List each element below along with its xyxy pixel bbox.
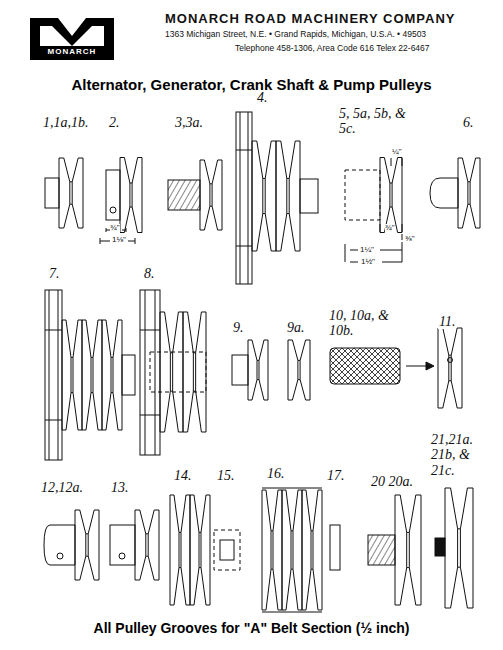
dimension-label: 1¼" (360, 246, 374, 255)
pulley-16 (262, 488, 322, 612)
callout-number: 21,21a. 21b, & 21c. (430, 432, 498, 478)
callout-number: 17. (326, 468, 346, 483)
callout-number: 14. (173, 468, 193, 483)
dimension-label: 1½" (361, 258, 375, 267)
pulley-20 (368, 495, 421, 605)
pulley-9a (288, 340, 310, 400)
company-address: 1363 Michigan Street, N.E. • Grand Rapid… (165, 30, 426, 39)
pulley-9 (232, 340, 268, 400)
pulley-13 (110, 510, 159, 580)
callout-number: 20 20a. (370, 474, 414, 489)
pulley-1 (45, 158, 83, 228)
callout-number: 7. (48, 266, 61, 281)
callout-number: 11. (438, 314, 456, 329)
dimension-label: ¼" (392, 148, 402, 157)
pulley-14 (170, 495, 210, 605)
dimension-label: ⅜" (405, 235, 415, 244)
pulley-12 (44, 510, 99, 580)
callout-number: 3,3a. (174, 115, 204, 130)
callout-number: 10, 10a, & 10b. (328, 308, 404, 339)
spacer-17 (330, 525, 340, 570)
pulley-8 (140, 290, 206, 455)
page-caption: All Pulley Grooves for "A" Belt Section … (0, 620, 503, 636)
callout-number: 6. (462, 115, 475, 130)
pulley-4 (236, 112, 318, 284)
dimension-label: 1⅛" (112, 236, 126, 245)
logo-band: MONARCH (30, 46, 114, 60)
company-address: Telephone 458-1306, Area Code 616 Telex … (235, 44, 430, 53)
callout-number: 15. (216, 468, 236, 483)
callout-number: 5, 5a, 5b, & 5c. (338, 106, 414, 137)
page-title: Alternator, Generator, Crank Shaft & Pum… (0, 76, 503, 93)
callout-number: 12,12a. (40, 480, 84, 495)
threaded-insert-10 (330, 348, 434, 384)
callout-number: 16. (266, 466, 286, 481)
pulley-3 (168, 160, 222, 230)
pulley-2 (100, 158, 142, 245)
company-name: MONARCH ROAD MACHINERY COMPANY (165, 12, 455, 26)
pulley-7 (45, 290, 135, 460)
hub-15 (214, 530, 240, 570)
dimension-label: ¾" (110, 224, 120, 233)
callout-number: 1,1a,1b. (42, 115, 90, 130)
pulley-11 (438, 328, 462, 408)
callout-number: 9. (232, 320, 245, 335)
callout-number: 9a. (286, 320, 306, 335)
callout-number: 2. (108, 115, 121, 130)
pulley-21 (435, 488, 473, 608)
pulley-5 (345, 158, 402, 263)
callout-number: 8. (143, 266, 156, 281)
pulley-6 (430, 158, 480, 228)
logo-text: MONARCH (30, 46, 114, 58)
callout-number: 4. (256, 90, 269, 105)
logo-mark (30, 18, 114, 46)
dimension-label: ¾" (385, 224, 395, 233)
callout-number: 13. (110, 480, 130, 495)
